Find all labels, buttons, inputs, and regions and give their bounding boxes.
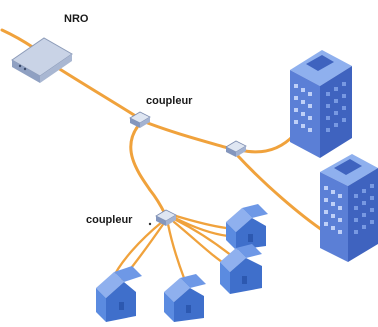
dot-marker bbox=[148, 222, 152, 226]
splitter-icon bbox=[225, 140, 247, 157]
house-icon-1 bbox=[96, 266, 142, 322]
fiber-to-building-top bbox=[238, 133, 296, 154]
nro-label: NRO bbox=[64, 13, 89, 25]
building-icon bbox=[290, 50, 352, 158]
fiber-coupler-to-splitter bbox=[138, 118, 230, 150]
fiber-to-building-bottom bbox=[236, 154, 327, 234]
fiber-to-house-3b bbox=[174, 218, 234, 258]
fiber-feed-line bbox=[0, 28, 36, 50]
coupler-top-label: coupleur bbox=[146, 95, 193, 107]
fiber-links bbox=[0, 28, 327, 286]
nro-device-icon bbox=[11, 37, 73, 83]
house-icon-4 bbox=[220, 244, 262, 294]
coupler-icon bbox=[129, 111, 151, 128]
house-icon-3 bbox=[226, 204, 268, 250]
house-icon-2 bbox=[164, 274, 206, 322]
fiber-coupler-down bbox=[129, 124, 167, 216]
building-bottom-icon bbox=[320, 154, 378, 262]
fiber-to-house-2 bbox=[166, 222, 186, 280]
fiber-to-house-4b bbox=[173, 216, 230, 238]
fiber-to-house-4 bbox=[174, 214, 228, 230]
coupler-bottom-icon bbox=[155, 209, 177, 226]
coupler-bottom-label: coupleur bbox=[86, 214, 133, 226]
fiber-nro-to-coupler bbox=[56, 66, 136, 117]
